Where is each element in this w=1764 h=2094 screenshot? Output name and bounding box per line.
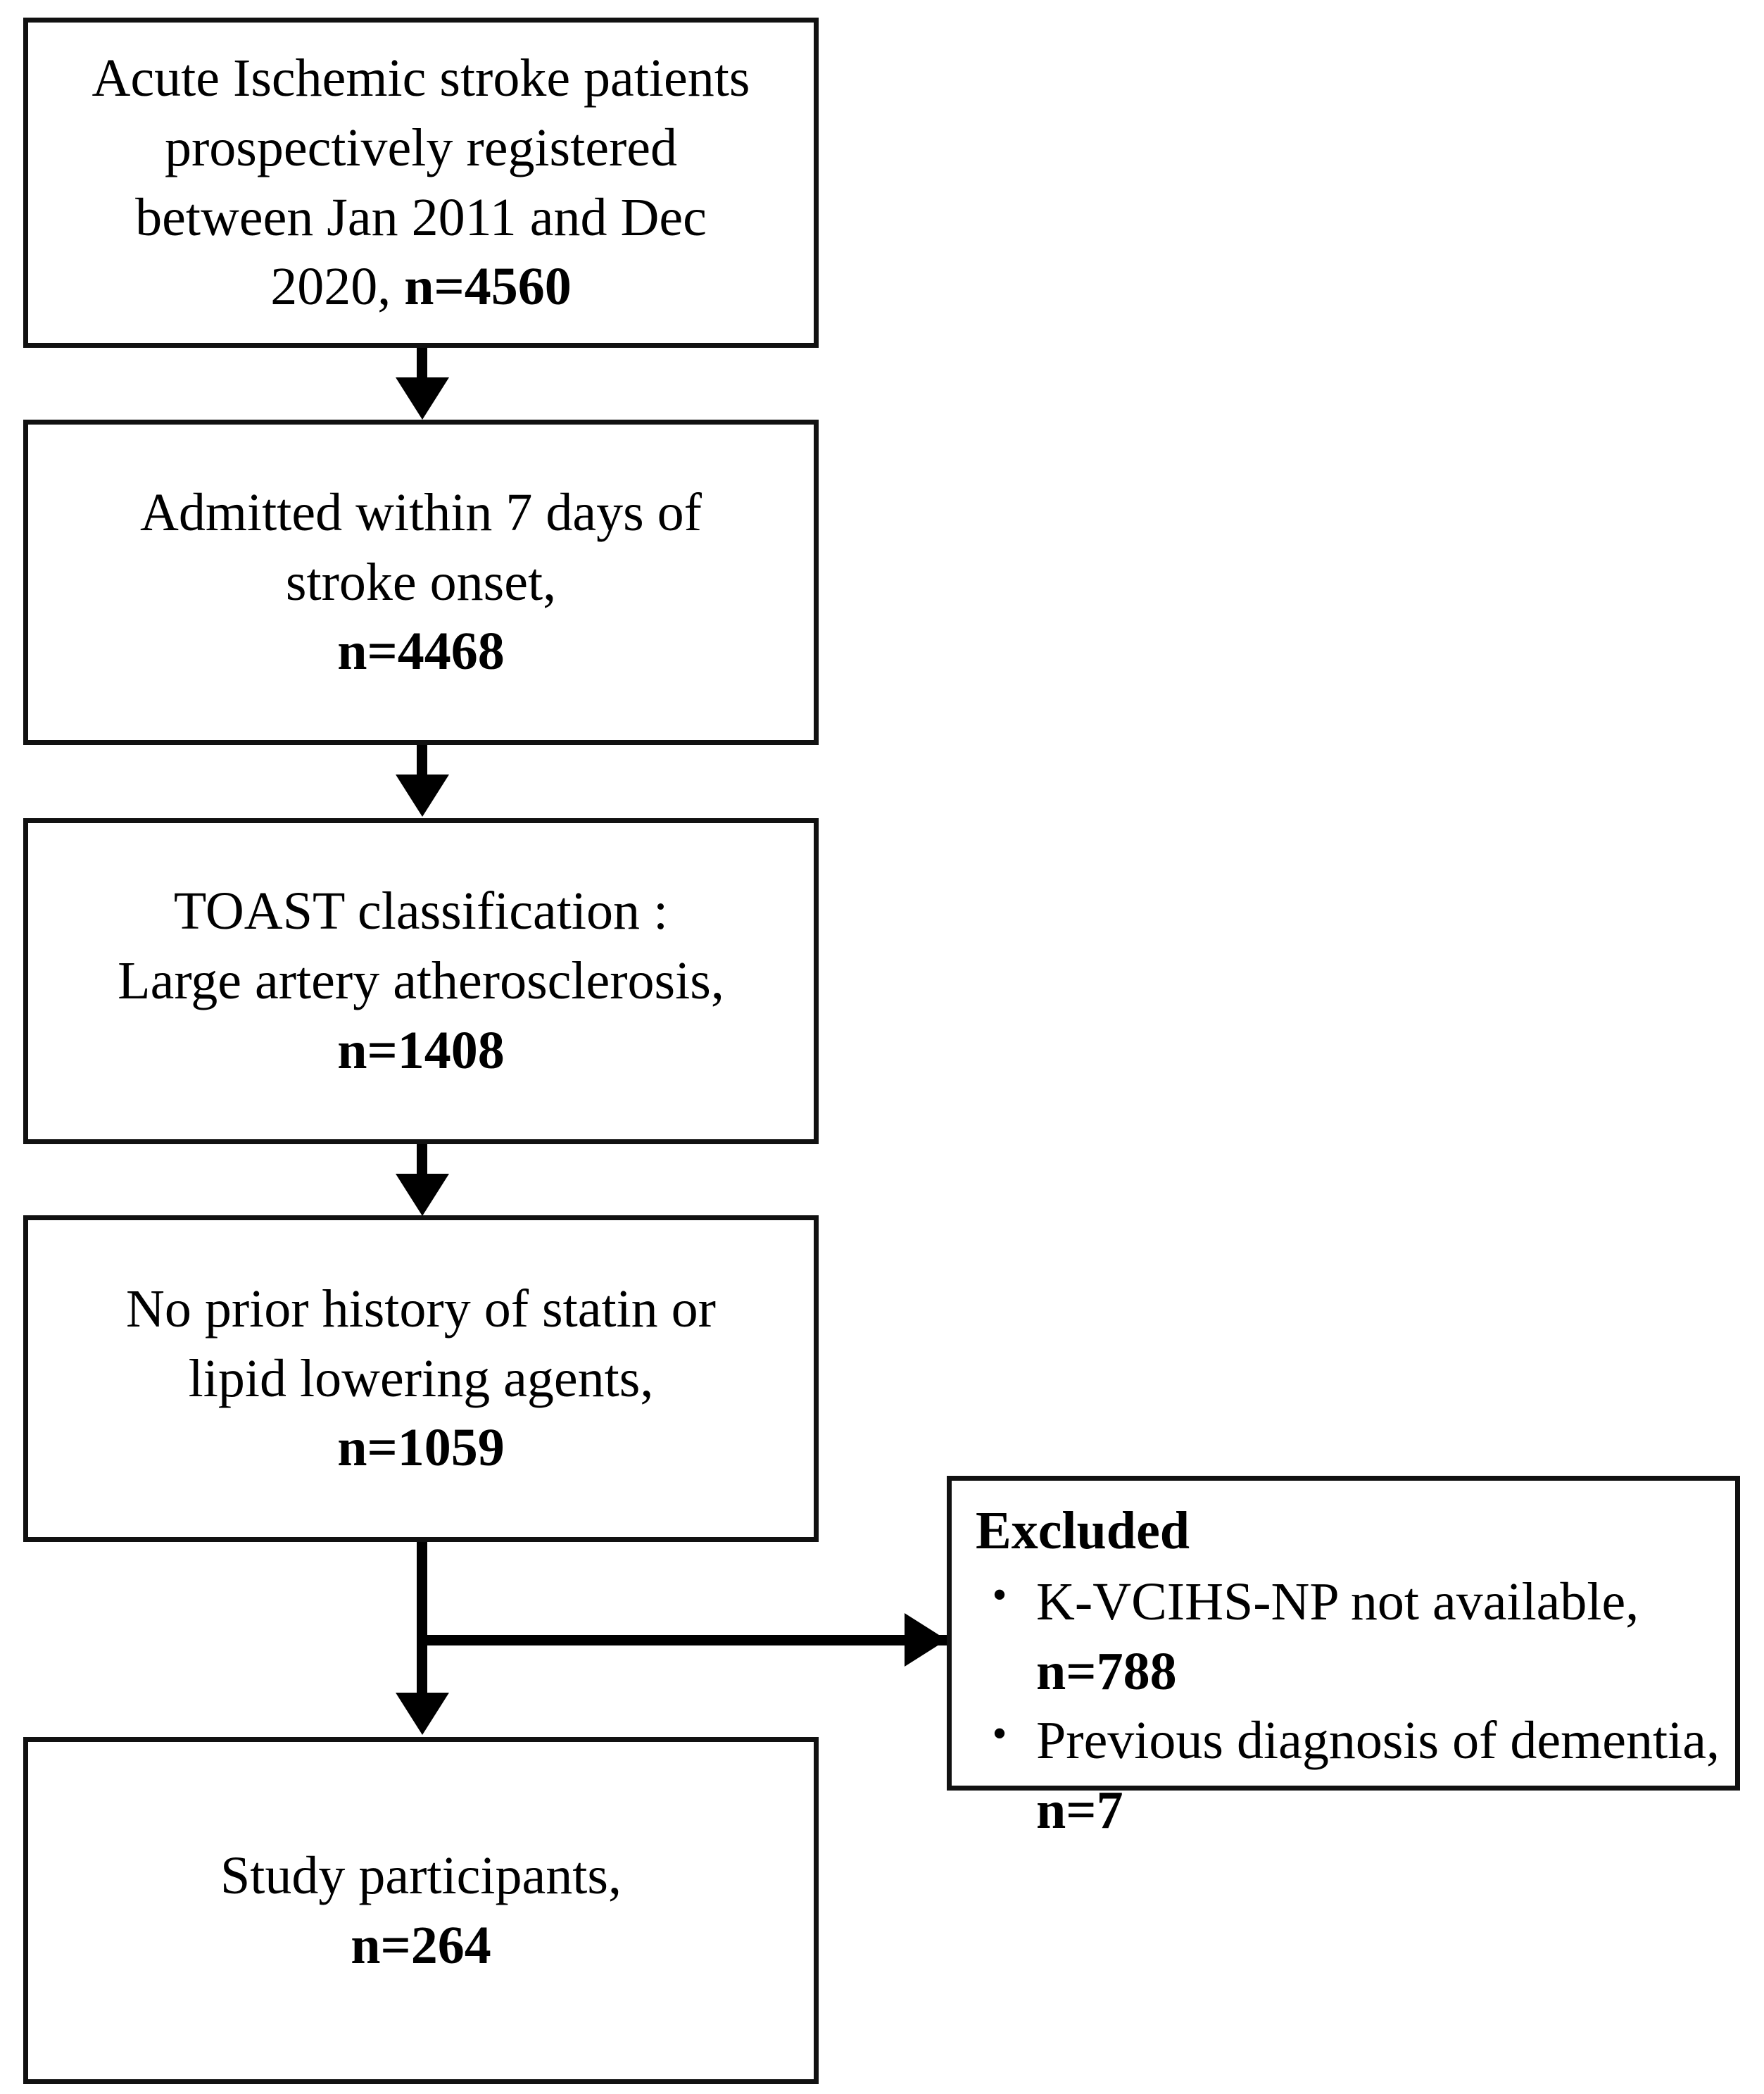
flow-box-excluded: Excluded • K-VCIHS-NP not available, n=7… <box>947 1476 1740 1840</box>
box-toast-count: n=1408 <box>337 1020 505 1080</box>
box-registered-line-1: Acute Ischemic stroke patients <box>92 48 750 108</box>
box-toast-line-1: TOAST classification : <box>173 882 669 941</box>
list-item: • Previous diagnosis of dementia, n=7 <box>976 1706 1728 1845</box>
box-nostatin-line-1: No prior history of statin or <box>125 1279 716 1338</box>
connector-registered-to-admitted-line <box>417 348 427 383</box>
excluded-item-1-text: K-VCIHS-NP not available, <box>1036 1572 1639 1631</box>
connector-nostatin-to-excluded-line <box>422 1635 982 1645</box>
arrow-down-icon-registered-to-admitted <box>396 377 449 420</box>
excluded-item-2-count: n=7 <box>1036 1781 1123 1841</box>
box-registered-line-2: prospectively registered <box>164 118 678 177</box>
connector-toast-to-nostatin-line <box>417 1144 427 1179</box>
connector-nostatin-to-study-line <box>417 1542 427 1697</box>
box-admitted-line-2: stroke onset, <box>285 552 557 612</box>
excluded-item-1-count: n=788 <box>1036 1641 1177 1701</box>
excluded-item-2-text: Previous diagnosis of dementia, <box>1036 1711 1720 1771</box>
excluded-list: • K-VCIHS-NP not available, n=788 • Prev… <box>976 1567 1728 1845</box>
box-admitted-line-1: Admitted within 7 days of <box>140 482 702 542</box>
box-registered-line-4-prefix: 2020, <box>270 257 405 317</box>
flow-box-toast-classification: TOAST classification : Large artery athe… <box>23 818 819 1144</box>
box-registered-line-3: between Jan 2011 and Dec <box>135 187 707 247</box>
box-registered-count: n=4560 <box>404 257 572 317</box>
arrow-down-icon-toast-to-nostatin <box>396 1174 449 1216</box>
list-item: • K-VCIHS-NP not available, n=788 <box>976 1567 1728 1707</box>
flow-box-study-participants: Study participants, n=264 <box>23 1737 819 2084</box>
box-registered-line-4: 2020, n=4560 <box>270 252 572 322</box>
bullet-icon: • <box>992 1571 1007 1618</box>
flow-box-registered: Acute Ischemic stroke patients prospecti… <box>23 18 819 348</box>
box-nostatin-count: n=1059 <box>337 1418 505 1478</box>
box-study-count: n=264 <box>351 1915 491 1975</box>
bullet-icon: • <box>992 1710 1007 1757</box>
connector-admitted-to-toast-line <box>417 745 427 780</box>
arrow-down-icon-nostatin-to-study <box>396 1693 449 1735</box>
excluded-title: Excluded <box>976 1501 1190 1560</box>
flow-box-no-prior-statin: No prior history of statin or lipid lowe… <box>23 1215 819 1542</box>
box-study-line-1: Study participants, <box>220 1845 622 1905</box>
flow-box-admitted: Admitted within 7 days of stroke onset, … <box>23 420 819 745</box>
arrow-down-icon-admitted-to-toast <box>396 775 449 817</box>
box-toast-line-2: Large artery atherosclerosis, <box>118 951 724 1011</box>
box-nostatin-line-2: lipid lowering agents, <box>188 1348 654 1408</box>
arrow-right-icon-nostatin-to-excluded <box>905 1613 947 1667</box>
box-admitted-count: n=4468 <box>337 622 505 682</box>
